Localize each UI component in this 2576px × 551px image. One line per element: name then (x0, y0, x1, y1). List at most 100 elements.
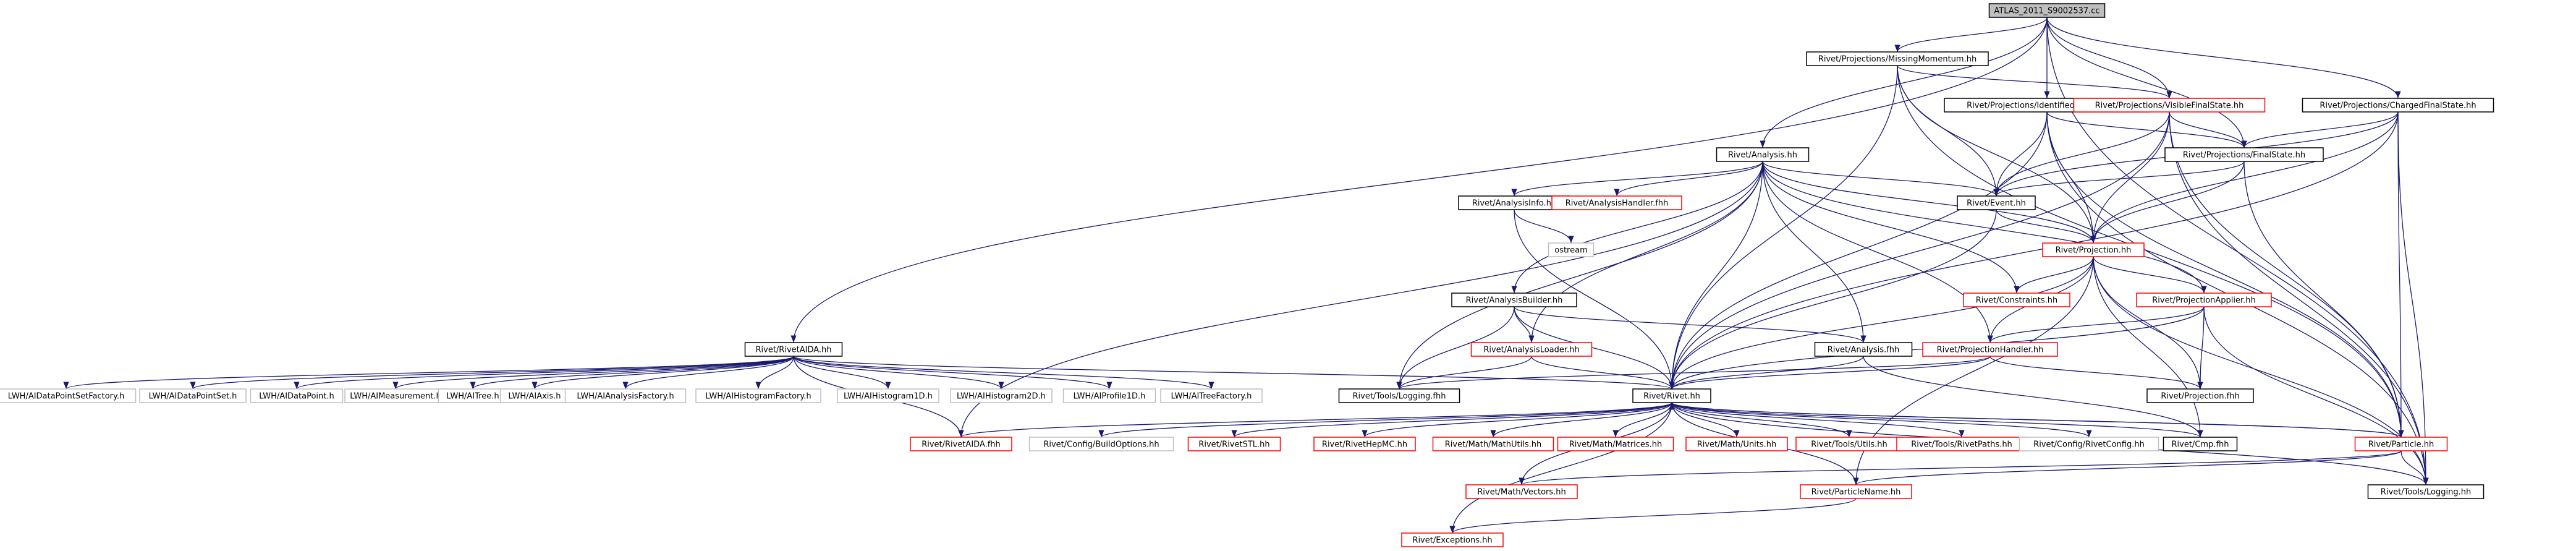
node-finalstate[interactable]: Rivet/Projections/FinalState.hh (2164, 147, 2324, 162)
node-label: Rivet/Projections/ChargedFinalState.hh (2320, 101, 2476, 111)
edge-particle-to-toolslog (2400, 450, 2429, 485)
node-label: ATLAS_2011_S9002537.cc (1994, 7, 2099, 16)
edge-analysisloader-to-toolslogfhh (1396, 356, 1532, 390)
node-label: LWH/AIMeasurement.h (350, 392, 441, 401)
edge-analysis-to-analysisfhh (1762, 161, 1866, 343)
edge-particle-to-rivethh (1669, 402, 2402, 438)
node-aida7: LWH/AIAnalysisFactory.h (564, 388, 687, 403)
node-analysisinfo[interactable]: Rivet/AnalysisInfo.hh (1458, 195, 1570, 210)
node-box (1557, 437, 1674, 451)
node-root[interactable]: ATLAS_2011_S9002537.cc (1988, 3, 2106, 18)
edge-analysis-to-projection (1762, 161, 2096, 244)
edge-projapplier-to-projfhh (2197, 306, 2205, 390)
edge-chfs-to-projection (2090, 111, 2399, 244)
node-particlename[interactable]: Rivet/ParticleName.hh (1800, 484, 1912, 499)
node-box (1988, 3, 2106, 18)
edge-projection-to-cmpfhh (2093, 256, 2203, 438)
node-label: LWH/AIHistogramFactory.h (705, 392, 811, 401)
node-box (2302, 98, 2494, 113)
node-rivetaidafhh[interactable]: Rivet/RivetAIDA.fhh (910, 437, 1012, 451)
node-aida6: LWH/AIAxis.h (499, 388, 570, 403)
node-rivetaida[interactable]: Rivet/RivetAIDA.hh (744, 342, 843, 357)
node-box (1028, 437, 1174, 451)
node-missmom[interactable]: Rivet/Projections/MissingMomentum.hh (1806, 51, 1989, 66)
node-event[interactable]: Rivet/Event.hh (1957, 195, 2036, 210)
node-units[interactable]: Rivet/Math/Units.hh (1685, 437, 1788, 451)
node-toolslogfhh[interactable]: Rivet/Tools/Logging.fhh (1338, 388, 1460, 403)
node-label: Rivet/RivetAIDA.fhh (922, 440, 1001, 450)
node-analysisbuilder[interactable]: Rivet/AnalysisBuilder.hh (1451, 293, 1577, 307)
node-analysisloader[interactable]: Rivet/AnalysisLoader.hh (1470, 342, 1593, 357)
node-vectors[interactable]: Rivet/Math/Vectors.hh (1465, 484, 1578, 499)
node-chfs[interactable]: Rivet/Projections/ChargedFinalState.hh (2302, 98, 2494, 113)
edge-analysis-to-rivetaidafhh (958, 161, 1763, 438)
node-analysisfhh[interactable]: Rivet/Analysis.fhh (1814, 342, 1913, 357)
node-label: Rivet/Config/BuildOptions.hh (1043, 440, 1159, 450)
edge-projection-to-projapplier (2093, 256, 2207, 294)
edge-rivethh-to-buildopts (1098, 402, 1672, 438)
node-mathutils[interactable]: Rivet/Math/MathUtils.hh (1432, 437, 1554, 451)
node-projapplier[interactable]: Rivet/ProjectionApplier.hh (2136, 293, 2272, 307)
node-label: Rivet/Tools/Logging.fhh (1353, 392, 1446, 401)
edge-rivethh-to-rivetstl (1231, 402, 1672, 438)
node-projfhh[interactable]: Rivet/Projection.fhh (2146, 388, 2254, 403)
edge-projapplier-to-projhandler (1987, 306, 2205, 343)
node-rivetconfig: Rivet/Config/RivetConfig.hh (2019, 437, 2159, 451)
node-box (1806, 51, 1989, 66)
edge-rivetaida-to-aida6 (532, 356, 794, 390)
node-box (1716, 147, 1810, 162)
node-rivethepmc[interactable]: Rivet/RivetHepMC.hh (1313, 437, 1416, 451)
node-label: Rivet/Event.hh (1967, 199, 2026, 208)
edge-analysisloader-to-rivethh (1531, 356, 1675, 390)
node-projection[interactable]: Rivet/Projection.hh (2042, 242, 2145, 257)
edge-visfs-to-rivethh (1669, 111, 2170, 390)
edge-visfs-to-projection (2090, 111, 2170, 244)
node-projhandler[interactable]: Rivet/ProjectionHandler.hh (1922, 342, 2058, 357)
node-constraints[interactable]: Rivet/Constraints.hh (1963, 293, 2070, 307)
edge-projection-to-rivethh (1669, 256, 2094, 390)
node-label: Rivet/RivetAIDA.hh (755, 346, 831, 355)
edge-root-to-missmom (1894, 17, 2048, 53)
edge-rivetaida-to-aida1 (63, 356, 794, 390)
edge-rivetaida-to-aida10 (793, 356, 1004, 390)
node-label: Rivet/Projections/FinalState.hh (2183, 151, 2305, 160)
node-rivetpaths[interactable]: Rivet/Tools/RivetPaths.hh (1896, 437, 2027, 451)
node-label: LWH/AIDataPoint.h (259, 392, 334, 401)
edge-particlename-to-exceptions (1449, 498, 1857, 534)
edge-visfs-to-toolslog (2169, 111, 2429, 485)
node-label: Rivet/AnalysisInfo.hh (1472, 199, 1556, 208)
node-analysis[interactable]: Rivet/Analysis.hh (1716, 147, 1810, 162)
node-exceptions[interactable]: Rivet/Exceptions.hh (1401, 532, 1504, 547)
node-box (1957, 195, 2036, 210)
edge-projapplier-to-toolslog (2203, 306, 2429, 485)
node-box (910, 437, 1012, 451)
edge-rivethh-to-rivetaidafhh (958, 402, 1672, 438)
node-cmpfhh[interactable]: Rivet/Cmp.fhh (2163, 437, 2238, 451)
node-box (2146, 388, 2254, 403)
node-label: Rivet/Tools/Logging.hh (2381, 488, 2471, 497)
node-aida10: LWH/AIHistogram2D.h (950, 388, 1053, 403)
edge-rivetaida-to-aida5 (470, 356, 794, 390)
node-label: Rivet/Math/MathUtils.hh (1445, 440, 1541, 450)
node-box (1451, 293, 1577, 307)
node-label: LWH/AIDataPointSetFactory.h (8, 392, 124, 401)
edge-analysisbuilder-to-rivethh (1514, 306, 1675, 390)
edge-visfs-to-event (1993, 111, 2170, 197)
node-visfs[interactable]: Rivet/Projections/VisibleFinalState.hh (2073, 98, 2266, 113)
node-toolsutils[interactable]: Rivet/Tools/Utils.hh (1795, 437, 1903, 451)
node-label: LWH/AIHistogram2D.h (957, 392, 1046, 401)
edge-missmom-to-particle (1897, 65, 2404, 438)
edge-analysis-to-toolslogfhh (1396, 161, 1763, 390)
node-rivetstl[interactable]: Rivet/RivetSTL.hh (1187, 437, 1281, 451)
node-toolslog[interactable]: Rivet/Tools/Logging.hh (2367, 484, 2485, 499)
node-matrices[interactable]: Rivet/Math/Matrices.hh (1557, 437, 1674, 451)
node-box (564, 388, 687, 403)
node-particle[interactable]: Rivet/Particle.hh (2354, 437, 2448, 451)
node-rivethh[interactable]: Rivet/Rivet.hh (1632, 388, 1711, 403)
edge-rivethh-to-rivetconfig (1671, 402, 2092, 438)
node-analysishandlerfhh[interactable]: Rivet/AnalysisHandler.fhh (1551, 195, 1682, 210)
node-box (0, 388, 137, 403)
node-box (139, 388, 247, 403)
node-label: Rivet/Projection.hh (2056, 246, 2132, 255)
